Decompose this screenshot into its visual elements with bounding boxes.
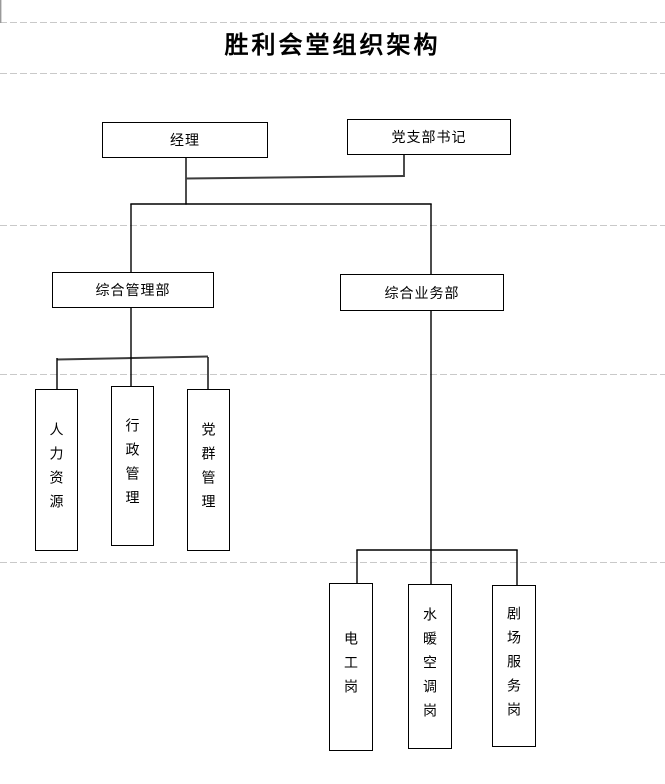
box-electrician-post[interactable]: 电工岗	[329, 583, 373, 751]
box-human-resources[interactable]: 人力资源	[35, 389, 78, 551]
box-manager[interactable]: 经理	[102, 122, 268, 158]
org-connector-lines	[56, 154, 518, 586]
box-party-mass-management[interactable]: 党群管理	[187, 389, 230, 551]
box-hvac-post-label: 水暖空调岗	[422, 606, 438, 727]
box-party-mass-management-label: 党群管理	[200, 422, 217, 518]
box-general-management-dept-label: 综合管理部	[95, 282, 171, 298]
box-general-management-dept[interactable]: 综合管理部	[52, 272, 214, 308]
box-manager-label: 经理	[170, 132, 200, 148]
page-gridlines	[0, 22, 665, 563]
box-general-business-dept[interactable]: 综合业务部	[340, 274, 504, 311]
box-theater-service-post-label: 剧场服务岗	[506, 606, 522, 726]
box-party-branch-secretary-label: 党支部书记	[391, 129, 467, 145]
box-electrician-post-label: 电工岗	[343, 631, 359, 703]
box-human-resources-label: 人力资源	[48, 422, 65, 518]
box-general-business-dept-label: 综合业务部	[384, 284, 460, 301]
box-hvac-post[interactable]: 水暖空调岗	[408, 584, 452, 749]
box-party-branch-secretary[interactable]: 党支部书记	[347, 119, 511, 155]
box-admin-management-label: 行政管理	[124, 418, 141, 514]
box-theater-service-post[interactable]: 剧场服务岗	[492, 585, 536, 747]
org-chart-title: 胜利会堂组织架构	[224, 33, 441, 59]
box-admin-management[interactable]: 行政管理	[111, 386, 154, 546]
